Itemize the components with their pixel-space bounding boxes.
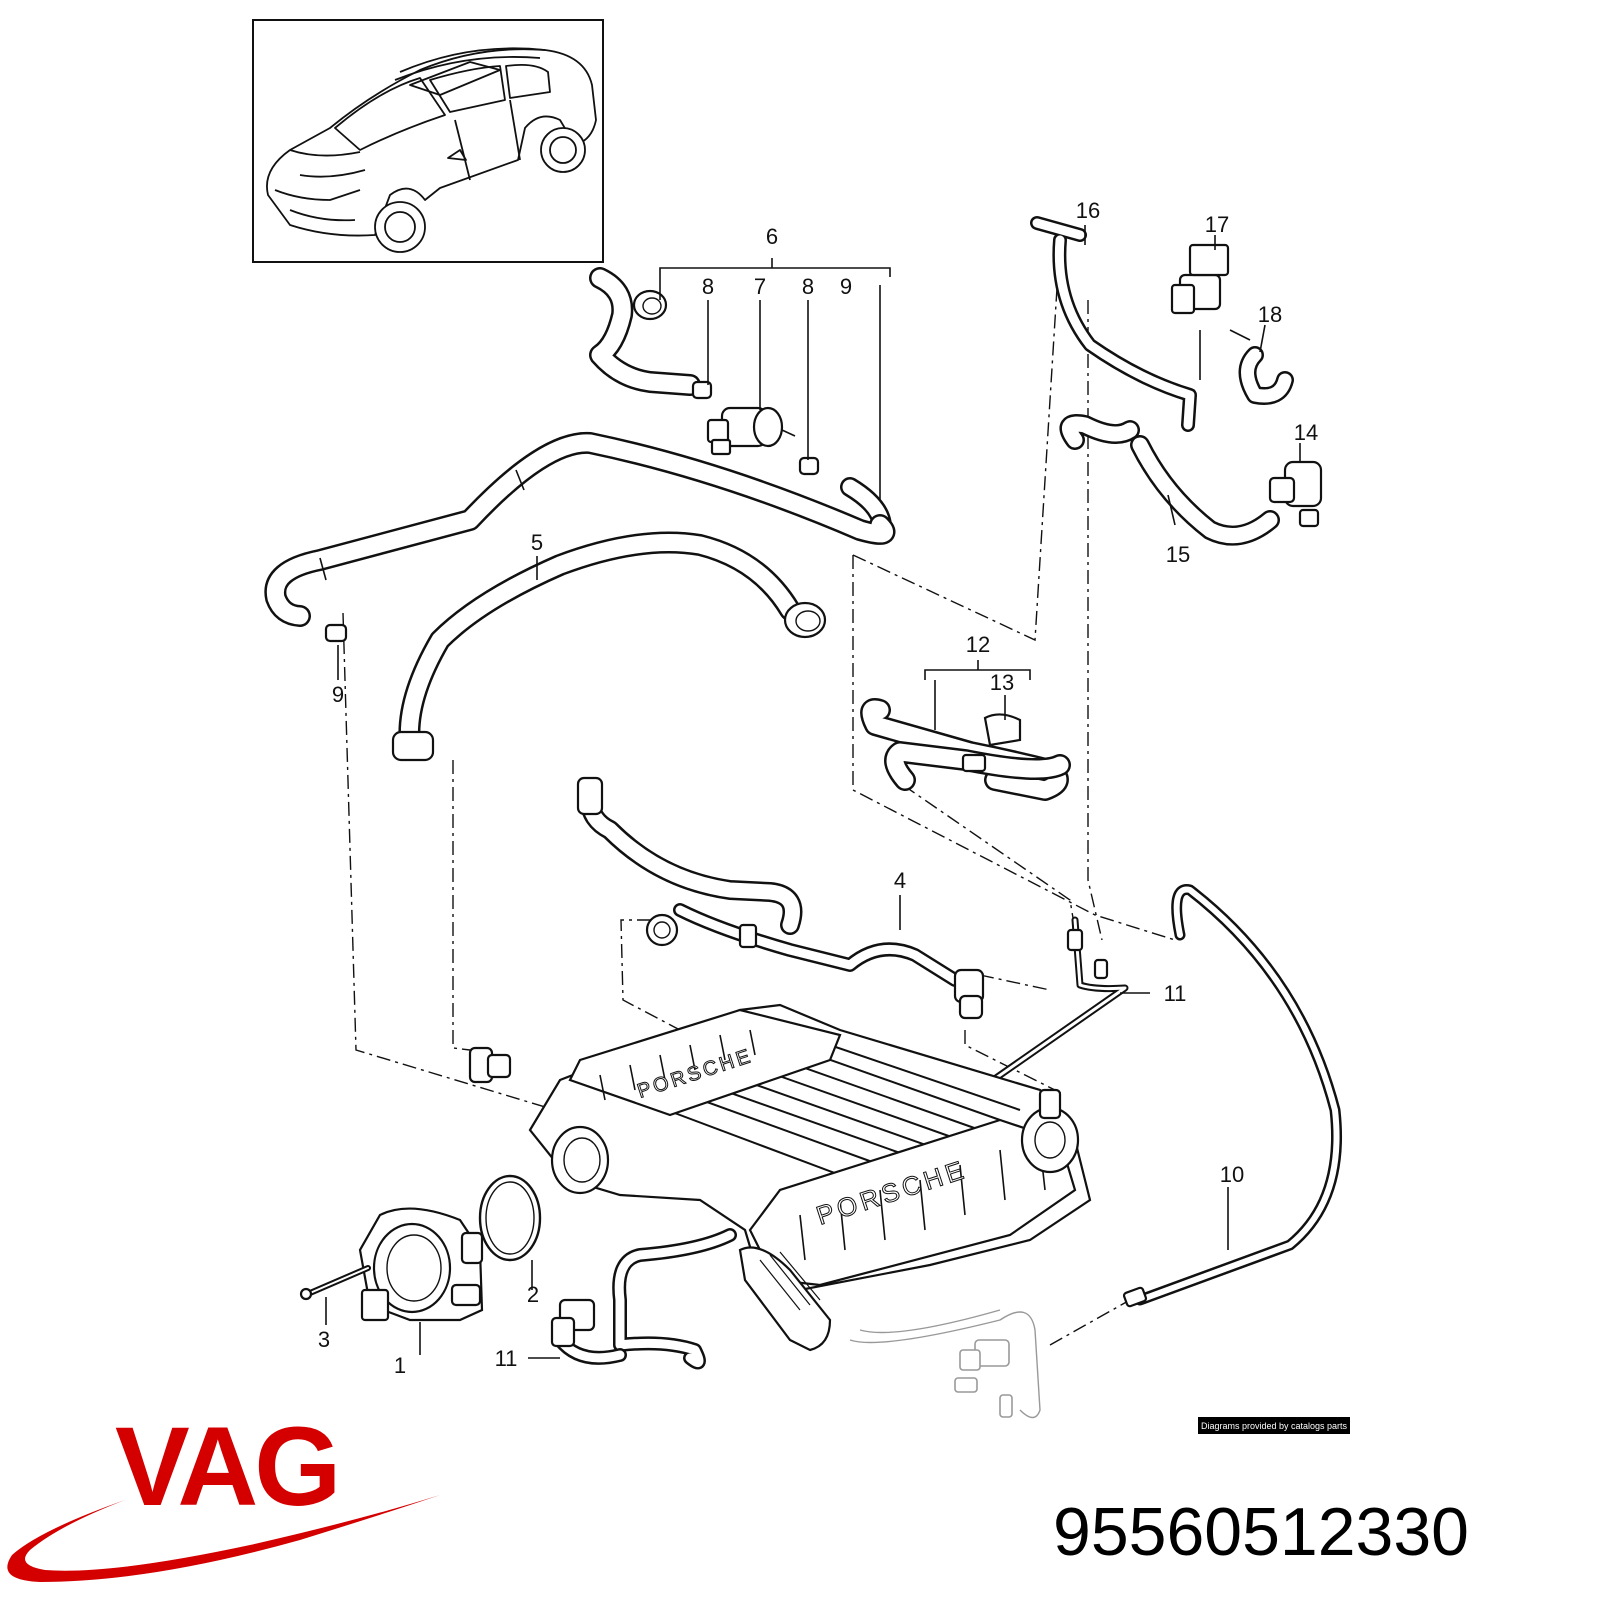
callout-9a: 9: [840, 274, 852, 299]
check-valve: [706, 406, 796, 456]
credit-text: Diagrams provided by catalogs parts: [1201, 1421, 1348, 1431]
bolt: [299, 1265, 371, 1301]
callout-3: 3: [318, 1327, 330, 1352]
callout-16: 16: [1076, 198, 1100, 223]
vacuum-line-11-upper: [946, 916, 1129, 1114]
callout-8a: 8: [702, 274, 714, 299]
solenoid-valve-17: [1170, 243, 1230, 380]
callout-8b: 8: [802, 274, 814, 299]
callout-5: 5: [531, 530, 543, 555]
hose-10: [1122, 884, 1343, 1308]
callout-numbers: 6 8 7 8 9 5 9 12 13 4 11 16 17 18 14 15 …: [318, 198, 1318, 1378]
callout-11a: 11: [1164, 981, 1187, 1006]
vag-logo: VAG: [7, 1404, 440, 1582]
vehicle-inset: [252, 19, 604, 263]
long-breather-hose: [264, 431, 896, 643]
callout-4: 4: [894, 868, 906, 893]
callout-9b: 9: [332, 682, 344, 707]
callout-leaders: [325, 225, 1301, 1359]
callout-17: 17: [1205, 212, 1229, 237]
callout-7: 7: [754, 274, 766, 299]
hose-5: [391, 531, 827, 762]
throttle-body: [358, 1207, 484, 1322]
callout-11b: 11: [495, 1346, 518, 1371]
callout-18: 18: [1258, 302, 1282, 327]
diagram-credit: Diagrams provided by catalogs parts: [1198, 1417, 1350, 1434]
callout-6: 6: [766, 224, 778, 249]
callout-10: 10: [1220, 1162, 1244, 1187]
intake-manifold: PORSCHE PORSCHE: [468, 1003, 1092, 1352]
callout-14: 14: [1294, 420, 1318, 445]
solenoid-valve-14: [1268, 460, 1323, 528]
callout-1: 1: [394, 1353, 406, 1378]
throttle-seal: [478, 1174, 542, 1262]
upper-right-hoses: [1030, 216, 1323, 546]
hose-12: [860, 698, 1071, 801]
callout-15: 15: [1166, 542, 1190, 567]
callout-13: 13: [990, 670, 1014, 695]
car-icon: [266, 47, 597, 253]
logo-swoosh: [7, 1495, 440, 1582]
ghost-vacuum-lines: [849, 1309, 1041, 1419]
vacuum-line-11-lower: [550, 1228, 737, 1370]
callout-12: 12: [966, 632, 990, 657]
callout-2: 2: [527, 1282, 539, 1307]
logo-text: VAG: [115, 1404, 337, 1529]
hose-4: [576, 776, 985, 1020]
part-number: 95560512330: [1053, 1494, 1469, 1570]
